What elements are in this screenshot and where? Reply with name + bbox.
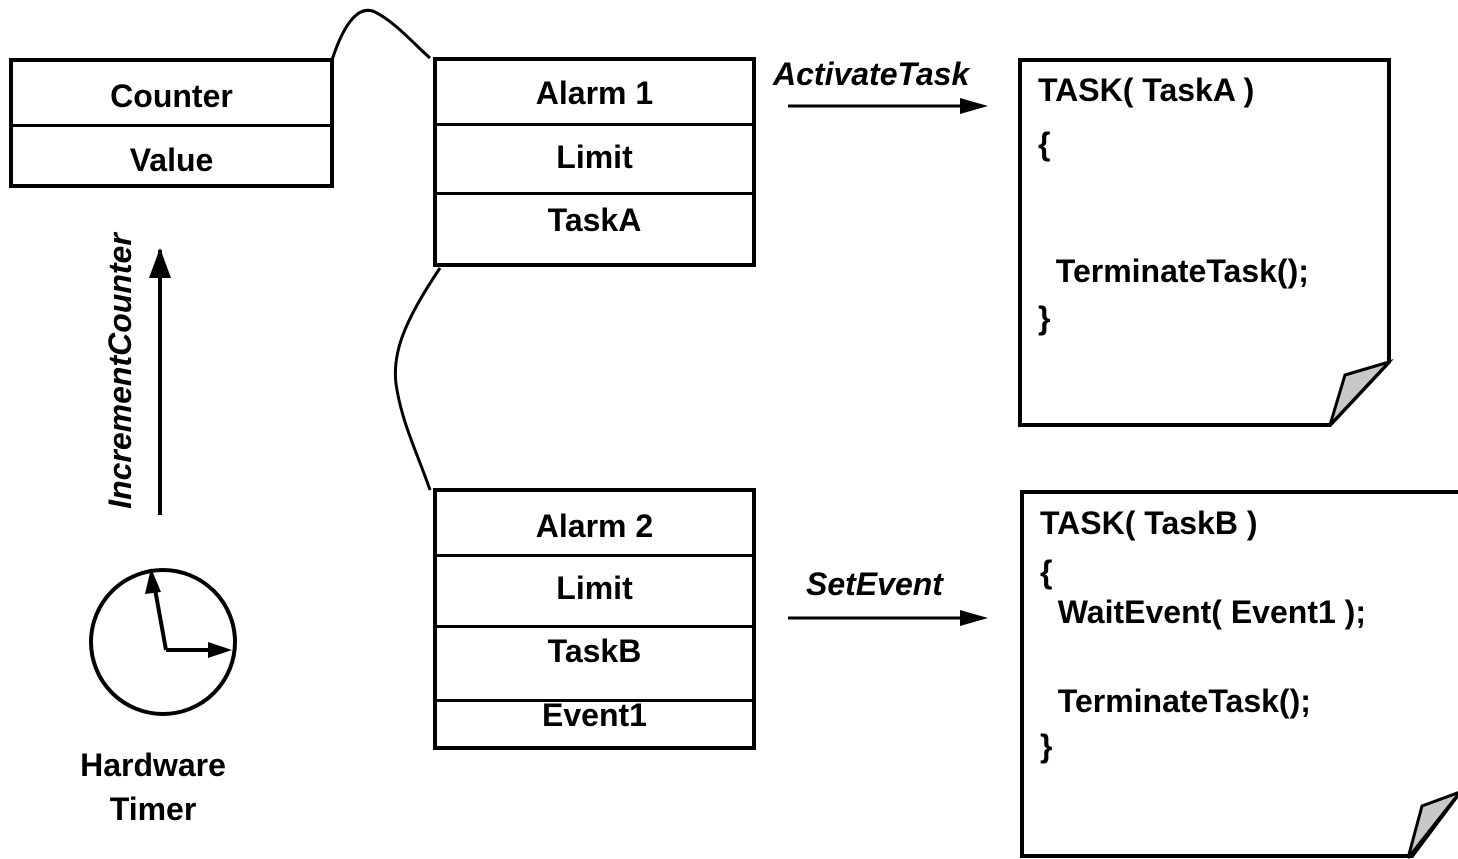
- setevent-arrow-head: [960, 610, 988, 626]
- counter-box: Counter Value: [9, 58, 334, 188]
- task-b-line-4: TerminateTask();: [1040, 683, 1311, 719]
- alarm1-title: Alarm 1: [535, 75, 654, 111]
- alarm2-divider-3: [437, 699, 752, 702]
- task-a-line-1: TASK( TaskA ): [1038, 72, 1255, 108]
- connector-alarm1-alarm2: [393, 267, 442, 491]
- task-a-line-4: }: [1038, 300, 1051, 336]
- alarm2-limit: Limit: [556, 570, 633, 606]
- alarm2-divider-2: [437, 625, 752, 628]
- task-b-line-5: }: [1040, 728, 1053, 764]
- timer-label-line2: Timer: [109, 791, 197, 827]
- alarm1-limit: Limit: [556, 139, 633, 175]
- alarm1-box: Alarm 1 Limit TaskA: [433, 57, 756, 267]
- task-b-line-3: WaitEvent( Event1 );: [1040, 594, 1366, 630]
- alarm2-box: Alarm 2 Limit TaskB Event1: [433, 488, 756, 750]
- alarm2-divider-1: [437, 554, 752, 557]
- counter-value-field: Value: [129, 142, 214, 178]
- alarm2-task: TaskB: [547, 633, 642, 669]
- task-b-line-2: {: [1040, 554, 1053, 590]
- alarm1-divider-1: [437, 123, 752, 126]
- timer-label-line1: Hardware: [80, 747, 226, 783]
- alarm1-task: TaskA: [547, 202, 642, 238]
- increment-arrow-head: [149, 248, 171, 278]
- task-a-line-2: {: [1038, 126, 1051, 162]
- counter-divider: [13, 124, 330, 127]
- connector-counter-alarm1: [330, 8, 431, 61]
- alarm2-event: Event1: [542, 697, 647, 733]
- set-event-label: SetEvent: [806, 566, 943, 602]
- activate-task-label: ActivateTask: [773, 56, 970, 92]
- alarm2-title: Alarm 2: [535, 508, 654, 544]
- task-a-line-3: TerminateTask();: [1038, 253, 1309, 289]
- increment-counter-label: IncrementCounter: [102, 233, 138, 509]
- task-b-page: [1020, 490, 1458, 859]
- activate-arrow-head: [960, 98, 988, 114]
- clock-icon: [89, 568, 237, 716]
- task-a-page: [1018, 58, 1394, 427]
- alarm1-divider-2: [437, 192, 752, 195]
- counter-title: Counter: [110, 78, 233, 114]
- task-b-line-1: TASK( TaskB ): [1040, 505, 1258, 541]
